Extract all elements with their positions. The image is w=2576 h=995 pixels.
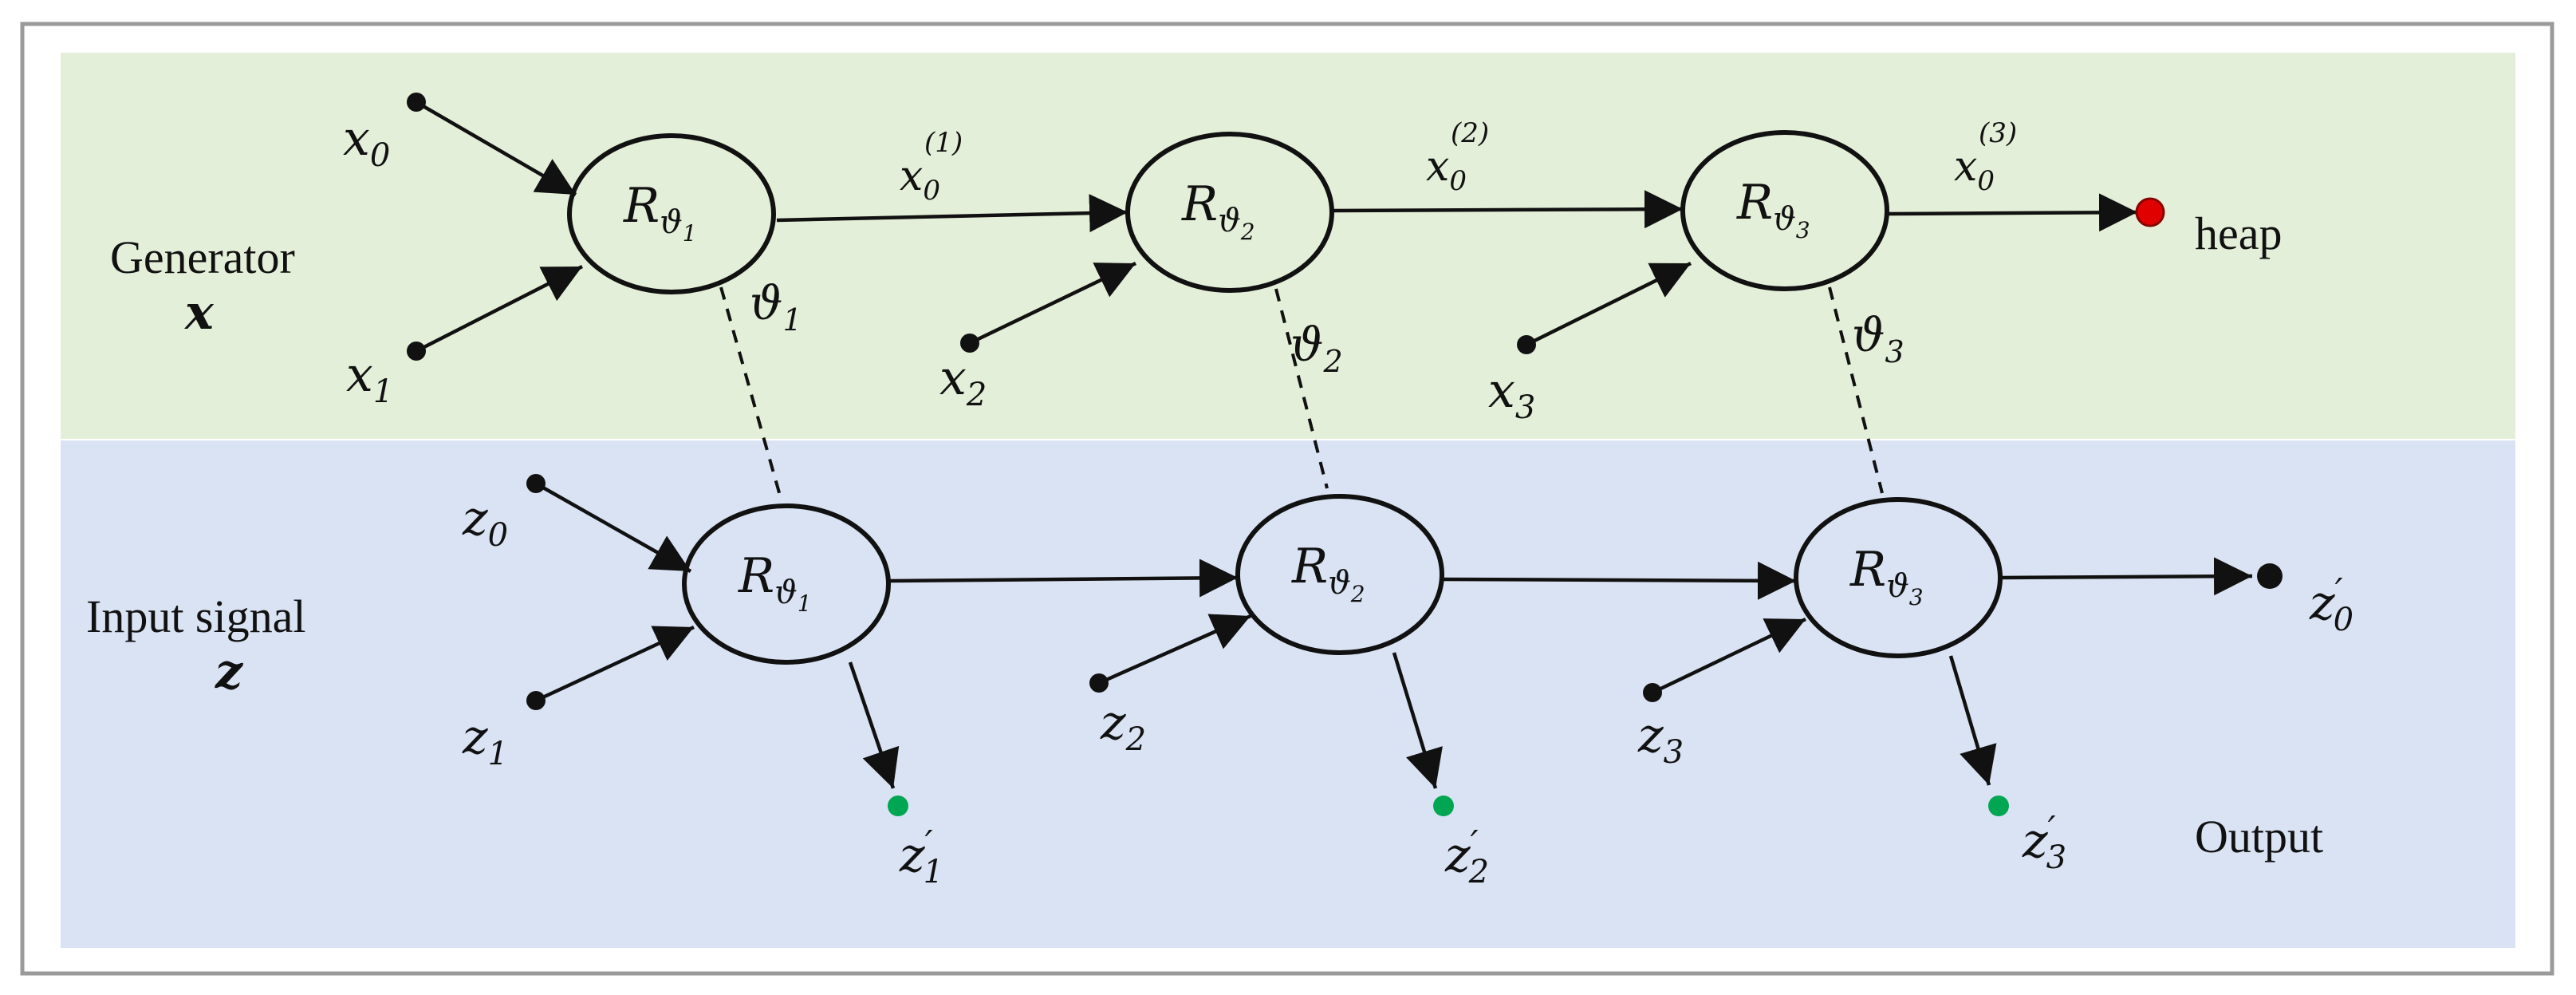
edge-node1-node2 <box>776 194 1128 233</box>
output-label: Output <box>2195 811 2323 863</box>
input-label-z0: z0 <box>462 491 508 554</box>
final-output-dot <box>2257 563 2283 589</box>
edge-z3-node3 <box>1652 617 1806 695</box>
input-dot-z2 <box>1089 673 1109 693</box>
signal-node-3 <box>1794 497 2003 658</box>
input-label-z2: z2 <box>1100 695 1146 758</box>
heap-dot <box>2135 197 2165 227</box>
signal-node-1 <box>682 503 891 665</box>
heap-label: heap <box>2195 207 2283 259</box>
param-link-2 <box>1274 288 1329 489</box>
input-dot-x2 <box>960 334 979 353</box>
input-label-z3: z3 <box>1637 708 1684 771</box>
input-label-z1: z1 <box>462 709 508 772</box>
input-dot-z1 <box>526 691 546 710</box>
signal-node-2 <box>1235 494 1444 655</box>
param-label-3: ϑ3 <box>1852 308 1904 369</box>
input-label-x0: x0 <box>343 111 390 174</box>
edge-z1-node1 <box>535 625 695 703</box>
input-dot-x0 <box>407 93 426 112</box>
generator-label: Generator <box>110 231 295 283</box>
output-dot-2 <box>1433 796 1454 816</box>
input-signal-symbol: z <box>215 644 244 700</box>
edge-node2-node3 <box>1333 190 1684 229</box>
param-link-1 <box>719 286 783 502</box>
edge-label-x0-3: x0(3) <box>1954 117 2017 197</box>
edge-node2-out2 <box>1392 652 1443 789</box>
edge-x1-node1 <box>415 264 584 353</box>
edge-x0-node1 <box>415 101 577 196</box>
edge-sig-node3-output <box>2001 557 2253 596</box>
edge-label-x0-1: x0(1) <box>900 127 963 207</box>
output-dot-3 <box>1988 796 2009 816</box>
input-signal-band <box>61 440 2515 948</box>
edge-x2-node2 <box>969 261 1136 345</box>
generator-node-1 <box>567 133 776 294</box>
output-label-z2: z′2 <box>1444 823 1489 890</box>
input-label-x3: x3 <box>1488 363 1535 426</box>
edge-sig-node1-node2 <box>889 559 1239 598</box>
param-label-1: ϑ1 <box>750 276 802 338</box>
signal-node-1-label: Rϑ1 <box>738 548 812 617</box>
output-label-z3: z′3 <box>2022 809 2066 876</box>
output-label-z1: z′1 <box>899 823 943 890</box>
edge-node3-heap <box>1888 193 2138 232</box>
edge-label-x0-2: x0(2) <box>1426 117 1489 197</box>
edge-x3-node3 <box>1526 261 1692 347</box>
edge-sig-node2-node3 <box>1443 561 1797 600</box>
input-label-x1: x1 <box>346 347 393 410</box>
edge-z2-node2 <box>1098 614 1251 685</box>
input-dot-x1 <box>407 342 426 361</box>
edge-node1-out1 <box>848 661 900 789</box>
generator-symbol: x <box>183 285 215 341</box>
generator-node-2-label: Rϑ2 <box>1181 176 1255 245</box>
signal-node-3-label: Rϑ3 <box>1849 542 1924 610</box>
edge-node3-out3 <box>1948 655 1997 786</box>
generator-node-1-label: Rϑ1 <box>623 178 697 247</box>
generator-band <box>61 53 2515 439</box>
input-dot-z0 <box>526 474 546 493</box>
generator-node-3-label: Rϑ3 <box>1736 175 1810 243</box>
input-dot-x3 <box>1517 335 1536 354</box>
input-signal-label: Input signal <box>86 590 305 642</box>
final-output-label: z′0 <box>2309 571 2353 638</box>
input-signal-row <box>534 482 2253 789</box>
input-label-x2: x2 <box>939 350 987 413</box>
input-dot-z3 <box>1643 683 1662 702</box>
output-dot-1 <box>888 796 908 816</box>
signal-node-2-label: Rϑ2 <box>1291 539 1365 607</box>
edge-z0-node1 <box>534 482 692 573</box>
generator-row <box>415 101 2138 502</box>
param-label-2: ϑ2 <box>1290 318 1343 379</box>
